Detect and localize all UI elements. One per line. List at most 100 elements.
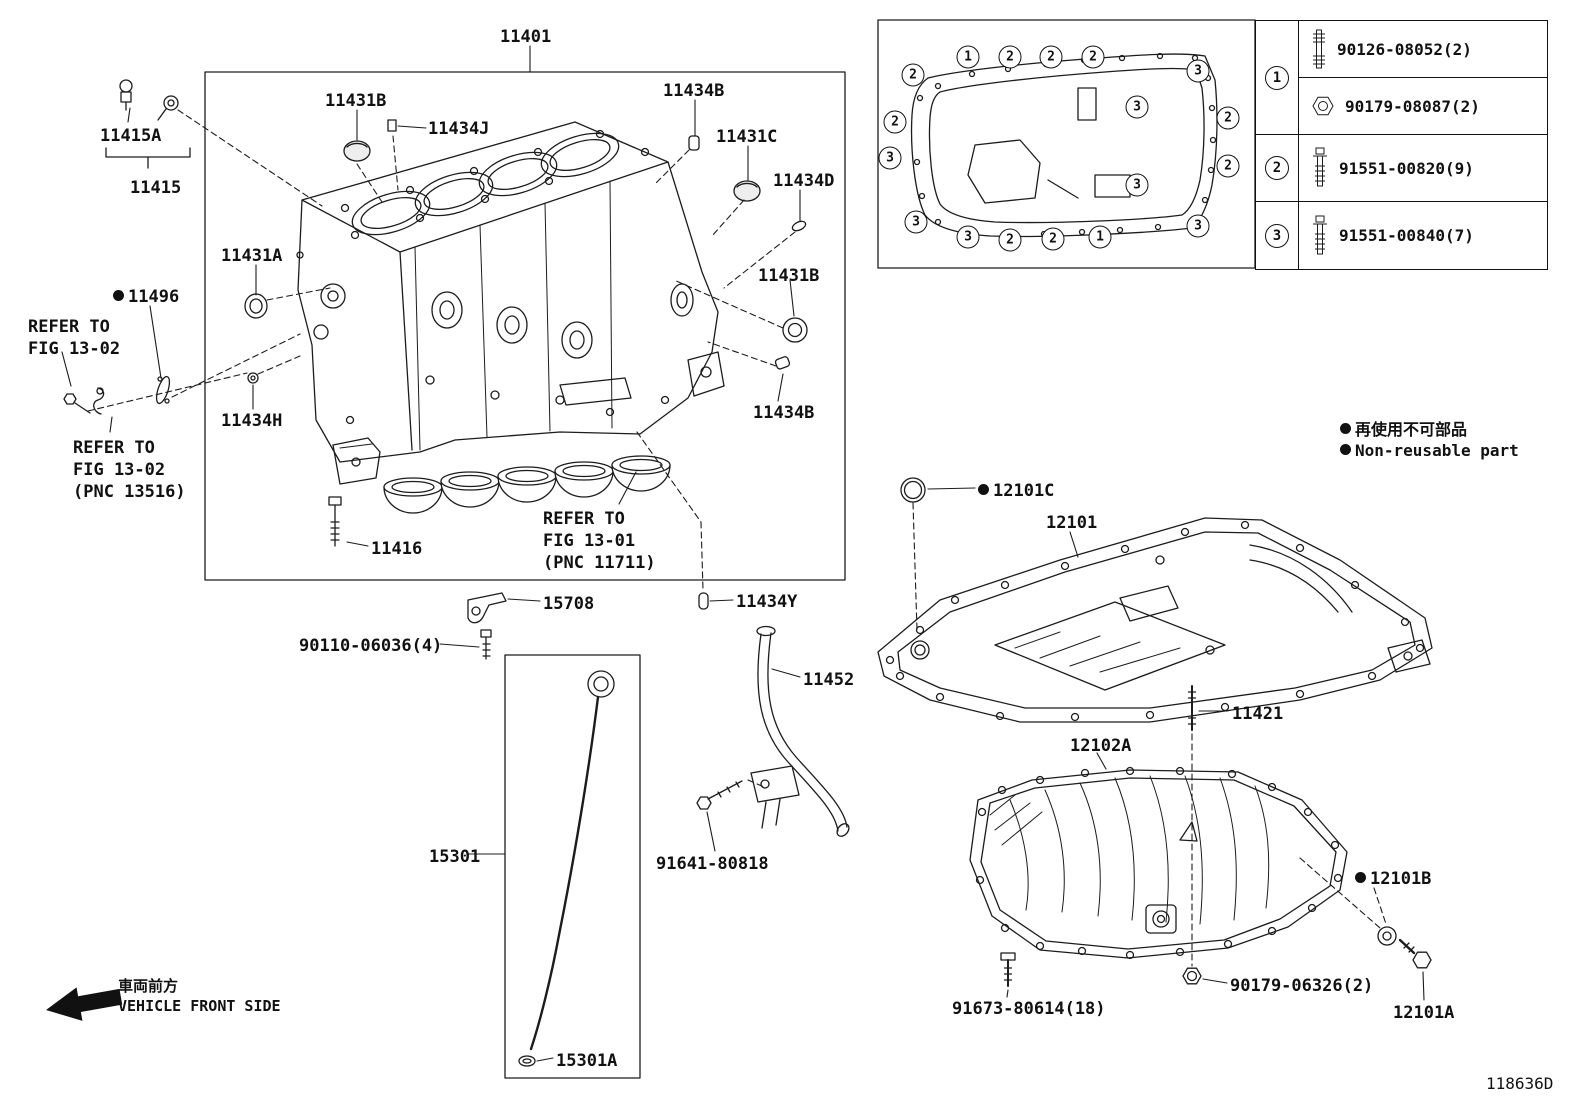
lower-oil-pan-drawing xyxy=(970,768,1347,959)
washer-12101b xyxy=(1378,927,1396,945)
label-11434H: 11434H xyxy=(221,411,283,431)
gasket-callout-3: 3 xyxy=(1186,214,1210,238)
table-row-2: 2 91551-00820(9) xyxy=(1256,135,1547,202)
bolt-11416 xyxy=(329,497,341,546)
dashed-leader-lines xyxy=(88,110,1386,966)
oil-dipstick-drawing xyxy=(519,671,614,1066)
cup-plug-11431b-right xyxy=(783,318,807,342)
key-circle-1: 1 xyxy=(1265,65,1289,90)
non-reusable-dot xyxy=(1340,444,1351,455)
label-11452: 11452 xyxy=(803,670,855,690)
oil-pan-gasket-drawing xyxy=(912,54,1217,237)
key-circle-2: 2 xyxy=(1265,156,1289,180)
part-number: 91551-00820(9) xyxy=(1339,158,1474,178)
plug-11434j xyxy=(388,120,396,131)
non-reusable-dot xyxy=(978,484,989,495)
upper-oil-pan-drawing xyxy=(878,518,1432,722)
gasket-callout-3: 3 xyxy=(878,146,902,170)
vehicle-front-jp: 車両前方 xyxy=(118,977,179,995)
clamp-11415 xyxy=(158,96,178,120)
leader-lines xyxy=(62,46,1424,1061)
gasket-bolt-holes xyxy=(915,54,1216,237)
lower-pan-bolt-holes xyxy=(977,768,1342,959)
label-15708: 15708 xyxy=(543,594,595,614)
gasket-callout-3: 3 xyxy=(1186,59,1210,83)
gasket-callout-3: 3 xyxy=(904,210,928,234)
gasket-callout-2: 2 xyxy=(998,228,1022,252)
table-part-entry: 90179-08087(2) xyxy=(1299,77,1547,134)
bolt-91673 xyxy=(1001,953,1015,986)
label-12101: 12101 xyxy=(1046,513,1098,533)
table-part-entry: 91551-00840(7) xyxy=(1299,202,1547,269)
main-bearing-shells xyxy=(384,456,670,513)
plug-11434y xyxy=(699,593,708,609)
oil-pressure-switch-11415a xyxy=(120,80,132,110)
vehicle-front-en: VEHICLE FRONT SIDE xyxy=(118,997,281,1015)
cup-plug-11431b-top xyxy=(344,141,370,161)
drain-plug-12101a xyxy=(1400,940,1431,968)
gasket-callout-3: 3 xyxy=(1125,95,1149,119)
gasket-11496 xyxy=(154,375,172,405)
plug-11434b-right xyxy=(775,356,791,370)
label-12101C: 12101C xyxy=(978,481,1054,501)
gasket-callout-2: 2 xyxy=(883,110,907,134)
label-11434B-right: 11434B xyxy=(753,403,815,423)
table-key-cell: 3 xyxy=(1256,202,1299,269)
label-11431C: 11431C xyxy=(716,127,778,147)
legend-non-reusable-jp: 再使用不可部品 xyxy=(1340,416,1467,440)
table-part-entry: 91551-00820(9) xyxy=(1299,135,1547,201)
label-11415: 11415 xyxy=(130,178,182,198)
dipstick-frame xyxy=(505,655,640,1078)
non-reusable-dot xyxy=(1355,872,1366,883)
label-11496: 11496 xyxy=(113,287,179,307)
label-11431A: 11431A xyxy=(221,246,283,266)
key-circle-3: 3 xyxy=(1265,223,1289,248)
flange-bolt-icon xyxy=(1313,147,1327,187)
label-90110-06036: 90110-06036(4) xyxy=(299,636,443,656)
table-part-entry: 90126-08052(2) xyxy=(1299,21,1547,77)
non-reusable-dot xyxy=(113,290,124,301)
label-11421: 11421 xyxy=(1232,704,1284,724)
label-11434B-top: 11434B xyxy=(663,81,725,101)
stud-11421 xyxy=(1189,686,1196,730)
label-11431B-right: 11431B xyxy=(758,266,820,286)
gasket-callout-2: 2 xyxy=(1041,227,1065,251)
cylinder-block-frame xyxy=(205,72,845,580)
gasket-callout-2: 2 xyxy=(1216,106,1240,130)
dipstick-guide-tube-drawing xyxy=(697,627,851,839)
gasket-callout-2: 2 xyxy=(998,45,1022,69)
gasket-callout-3: 3 xyxy=(956,225,980,249)
table-key-cell: 1 xyxy=(1256,21,1299,134)
label-91641-80818: 91641-80818 xyxy=(656,854,769,874)
flange-bolt-icon xyxy=(1313,215,1327,254)
label-11434D: 11434D xyxy=(773,171,835,191)
seal-ring-11431a xyxy=(245,294,267,318)
label-15301: 15301 xyxy=(429,847,481,867)
gasket-callout-2: 2 xyxy=(1216,154,1240,178)
label-11415A: 11415A xyxy=(100,126,162,146)
gasket-callout-2: 2 xyxy=(1039,45,1063,69)
deck-bolt-holes xyxy=(342,131,649,239)
gasket-callout-3: 3 xyxy=(1125,173,1149,197)
label-11401: 11401 xyxy=(500,27,552,47)
drawing-code: 118636D xyxy=(1486,1074,1554,1093)
o-ring-12101c xyxy=(901,478,925,502)
label-12101B: 12101B xyxy=(1355,869,1431,889)
oil-nozzle-15708 xyxy=(468,593,506,623)
stud-bolt-icon xyxy=(1313,29,1325,69)
bolt-with-hook xyxy=(64,388,104,414)
label-11416: 11416 xyxy=(371,539,423,559)
gasket-callout-1: 1 xyxy=(956,45,980,69)
plug-11434d xyxy=(791,219,807,232)
cup-plug-11431c xyxy=(734,181,760,201)
label-12101A: 12101A xyxy=(1393,1003,1455,1023)
label-91673-80614: 91673-80614(18) xyxy=(952,999,1106,1019)
hex-nut-icon xyxy=(1312,96,1334,116)
bolt-91641 xyxy=(697,781,742,809)
gasket-callout-2: 2 xyxy=(1081,45,1105,69)
